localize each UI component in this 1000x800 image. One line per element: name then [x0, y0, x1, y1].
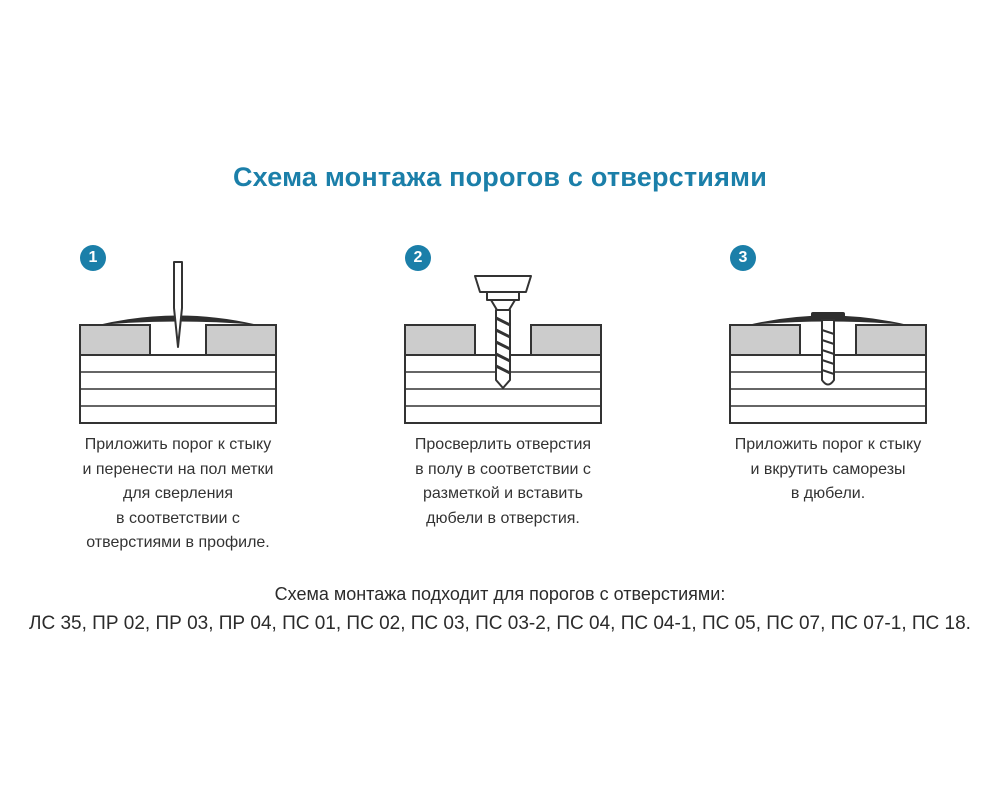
step-1: 1 Приложить порог к стыку и перенести на … — [78, 245, 278, 605]
caption-line: для сверления — [122, 485, 234, 502]
caption-line: Приложить порог к стыку — [734, 436, 922, 453]
drill-flutes — [495, 316, 511, 375]
step-number: 1 — [88, 249, 98, 266]
caption-line: дюбели в отверстия. — [426, 509, 580, 527]
step-number: 3 — [738, 249, 748, 266]
caption-line: отверстиями в профиле. — [86, 534, 270, 551]
page-title: Схема монтажа порогов с отверстиями — [232, 162, 768, 192]
awl-icon — [173, 261, 183, 348]
caption-line: в дюбели. — [790, 485, 866, 502]
screw-icon — [811, 312, 845, 386]
footer-intro: Схема монтажа подходит для порогов с отв… — [274, 584, 726, 604]
step-3: 3 — [728, 245, 928, 605]
step-2: 2 Пр — [403, 245, 603, 605]
caption-line: в полу в соответствии с — [415, 460, 591, 478]
step-2-illustration — [404, 275, 602, 424]
caption-line: и перенести на пол метки — [82, 460, 274, 478]
footer-models: ЛС 35, ПР 02, ПР 03, ПР 04, ПС 01, ПС 02… — [29, 613, 971, 634]
floor-section — [79, 324, 277, 424]
caption-line: Приложить порог к стыку — [84, 436, 272, 453]
step-3-illustration — [729, 312, 927, 424]
step-3-caption: Приложить порог к стыку и вкрутить саморе… — [712, 433, 944, 507]
caption-line: и вкрутить саморезы — [750, 460, 906, 478]
caption-line: разметкой и вставить — [423, 485, 583, 502]
caption-line: Просверлить отверстия — [414, 436, 592, 453]
drill-icon — [474, 275, 532, 389]
caption-line: в соответствии с — [116, 509, 240, 527]
step-1-number-badge: 1 — [80, 245, 106, 271]
step-3-number-badge: 3 — [730, 245, 756, 271]
step-number: 2 — [413, 249, 423, 266]
step-2-number-badge: 2 — [405, 245, 431, 271]
step-1-illustration — [79, 261, 277, 424]
step-2-caption: Просверлить отверстия в полу в соответств… — [387, 433, 619, 531]
step-1-caption: Приложить порог к стыку и перенести на по… — [62, 433, 294, 556]
